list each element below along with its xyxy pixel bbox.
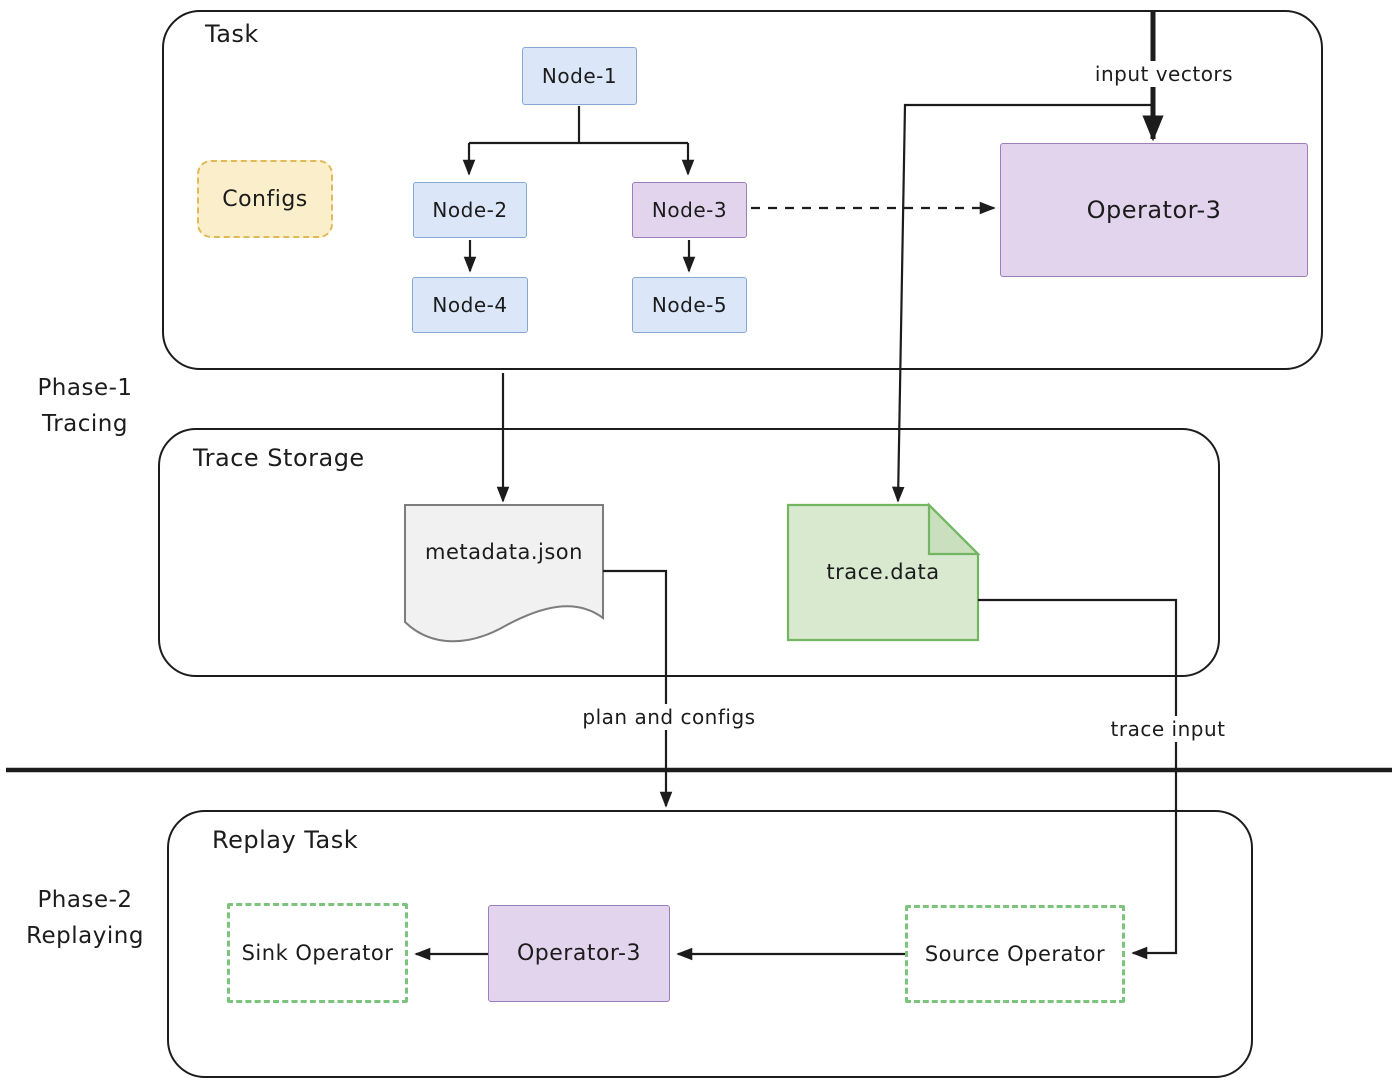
arrow-tracedata-to-source bbox=[978, 598, 1178, 960]
input-vectors-label: input vectors bbox=[1086, 61, 1242, 87]
phase1-label: Phase-1 Tracing bbox=[15, 370, 155, 442]
node-2-box: Node-2 bbox=[413, 182, 527, 238]
phase2-line2: Replaying bbox=[26, 923, 144, 949]
phase2-label: Phase-2 Replaying bbox=[15, 882, 155, 954]
task-title: Task bbox=[205, 20, 259, 48]
trace-storage-container bbox=[158, 428, 1220, 677]
node-3-box: Node-3 bbox=[632, 182, 747, 238]
metadata-file-label: metadata.json bbox=[425, 540, 583, 564]
phase1-line2: Tracing bbox=[42, 411, 128, 437]
operator3-replay-box: Operator-3 bbox=[488, 905, 670, 1002]
task-container bbox=[162, 10, 1323, 370]
node-1-box: Node-1 bbox=[522, 47, 637, 105]
metadata-file-shape bbox=[404, 504, 604, 643]
replay-task-container bbox=[167, 810, 1253, 1078]
trace-storage-title: Trace Storage bbox=[193, 444, 365, 472]
trace-input-label: trace input bbox=[1105, 716, 1231, 742]
node-4-box: Node-4 bbox=[412, 277, 528, 333]
source-operator-box: Source Operator bbox=[905, 905, 1125, 1003]
node-5-box: Node-5 bbox=[632, 277, 747, 333]
trace-file-fold bbox=[927, 502, 981, 556]
phase1-line1: Phase-1 bbox=[37, 375, 133, 401]
trace-file-label: trace.data bbox=[826, 560, 940, 584]
sink-operator-box: Sink Operator bbox=[227, 903, 408, 1003]
plan-and-configs-label: plan and configs bbox=[571, 704, 767, 730]
phase2-line1: Phase-2 bbox=[37, 887, 133, 913]
operator3-tracing-box: Operator-3 bbox=[1000, 143, 1308, 277]
replay-task-title: Replay Task bbox=[212, 826, 359, 854]
configs-box: Configs bbox=[197, 160, 333, 238]
